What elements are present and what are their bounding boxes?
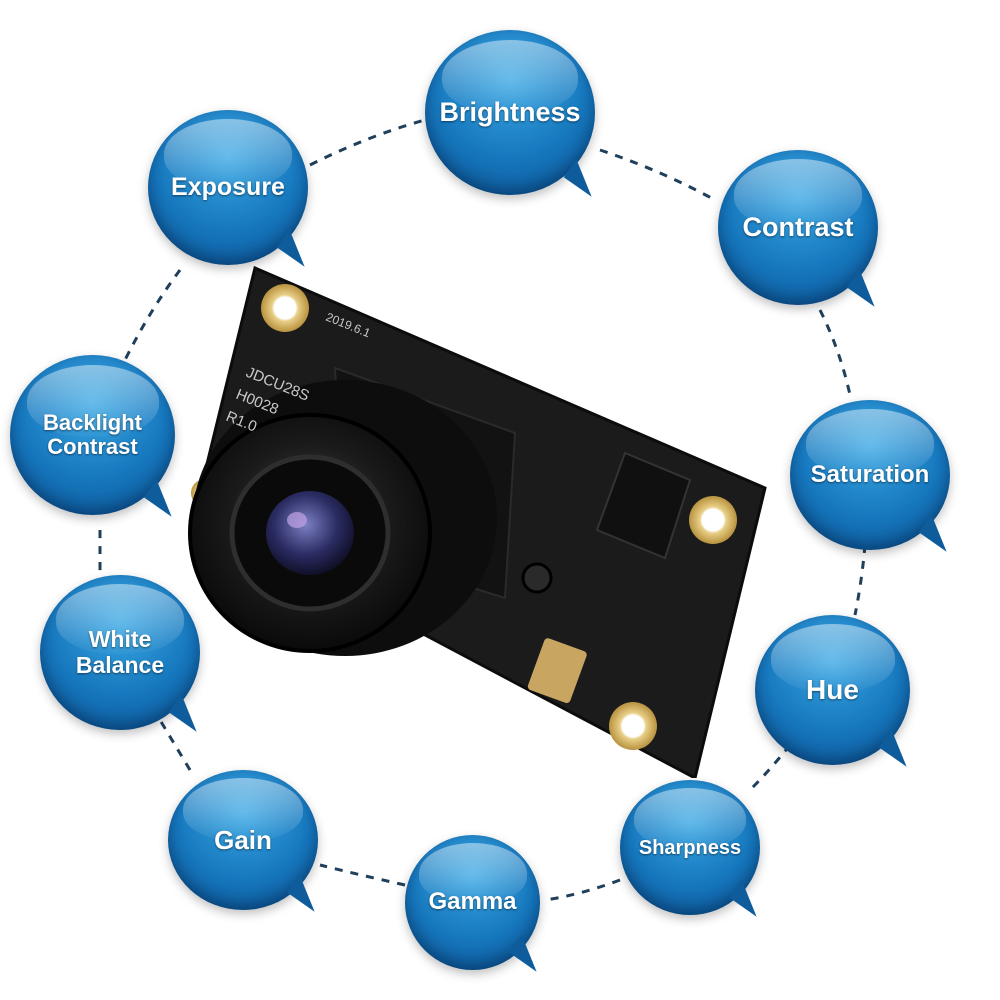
smd-component xyxy=(527,638,587,704)
label-gain: Gain xyxy=(214,824,272,855)
connector-brightness-contrast xyxy=(599,148,716,202)
lens-glass xyxy=(266,491,354,575)
connector-sharpness-gamma xyxy=(544,878,621,902)
bubble-contrast: Contrast xyxy=(718,150,878,305)
mount-hole-bottom-right xyxy=(609,702,657,750)
ic-chip xyxy=(595,451,692,560)
label-sharpness: Sharpness xyxy=(638,836,742,859)
connector-saturation-hue xyxy=(853,544,867,616)
bubble-gain: Gain xyxy=(168,770,318,910)
connector-contrast-saturation xyxy=(818,309,852,396)
holder-screw-hole xyxy=(521,562,553,594)
mount-hole-right xyxy=(689,496,737,544)
label-white-balance: White Balance xyxy=(75,626,165,678)
connector-gamma-gain xyxy=(319,863,406,887)
bubble-hue: Hue xyxy=(755,615,910,765)
label-brightness: Brightness xyxy=(439,96,581,127)
label-gamma: Gamma xyxy=(428,888,517,916)
label-contrast: Contrast xyxy=(742,211,854,242)
connector-backlight-exposure xyxy=(123,269,182,361)
bubble-gamma: Gamma xyxy=(405,835,540,970)
label-saturation: Saturation xyxy=(810,460,930,488)
bubble-brightness: Brightness xyxy=(425,30,595,195)
connector-gain-whitebalance xyxy=(158,719,192,771)
bubble-exposure: Exposure xyxy=(148,110,308,265)
lens-reflection xyxy=(287,512,307,528)
label-hue: Hue xyxy=(806,673,859,705)
bubble-backlight-contrast: Backlight Contrast xyxy=(10,355,175,515)
label-backlight-contrast: Backlight Contrast xyxy=(42,409,143,459)
mount-hole-top-left xyxy=(261,284,309,332)
bubble-white-balance: White Balance xyxy=(40,575,200,730)
bubble-saturation: Saturation xyxy=(790,400,950,550)
label-exposure: Exposure xyxy=(171,172,285,201)
bubble-sharpness: Sharpness xyxy=(620,780,760,915)
camera-module-image: 2019.6.1 JDCU28S H0028 R1.0 xyxy=(188,265,767,778)
connector-exposure-brightness xyxy=(309,118,426,167)
